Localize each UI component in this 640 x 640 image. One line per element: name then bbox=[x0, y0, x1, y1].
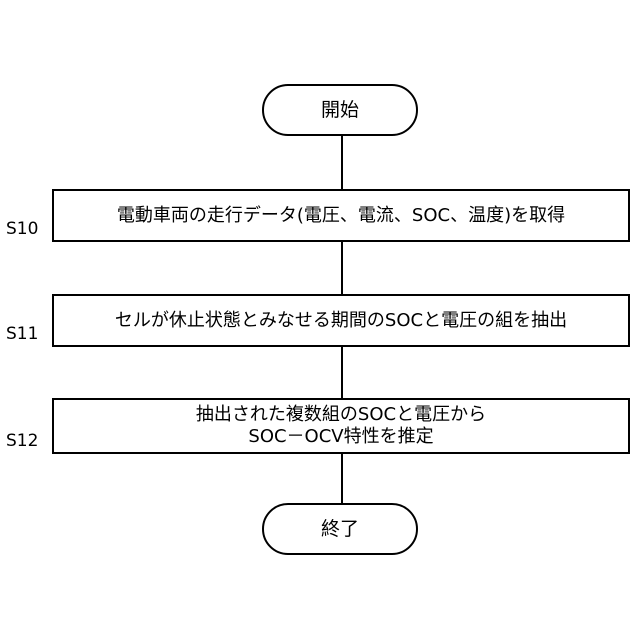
step-label-s11: S11 bbox=[6, 326, 38, 343]
connector-start-to-s10 bbox=[341, 136, 343, 190]
step-label-s12: S12 bbox=[6, 433, 38, 450]
step-label-s10: S10 bbox=[6, 221, 38, 238]
connector-s12-to-end bbox=[341, 452, 343, 504]
process-box-s10: 電動車両の走行データ(電圧、電流、SOC、温度)を取得 bbox=[52, 189, 630, 242]
process-text-s10: 電動車両の走行データ(電圧、電流、SOC、温度)を取得 bbox=[117, 205, 565, 227]
start-terminator: 開始 bbox=[262, 84, 418, 136]
connector-s11-to-s12 bbox=[341, 345, 343, 399]
process-text-s12-line1: 抽出された複数組のSOCと電圧から bbox=[196, 404, 486, 426]
connector-s10-to-s11 bbox=[341, 240, 343, 295]
start-label: 開始 bbox=[321, 101, 359, 120]
process-box-s12: 抽出された複数組のSOCと電圧から SOC－OCV特性を推定 bbox=[52, 398, 630, 454]
end-label: 終了 bbox=[321, 520, 359, 539]
end-terminator: 終了 bbox=[262, 503, 418, 555]
process-text-s11: セルが休止状態とみなせる期間のSOCと電圧の組を抽出 bbox=[115, 310, 567, 332]
process-box-s11: セルが休止状態とみなせる期間のSOCと電圧の組を抽出 bbox=[52, 294, 630, 347]
process-text-s12-line2: SOC－OCV特性を推定 bbox=[248, 426, 433, 448]
